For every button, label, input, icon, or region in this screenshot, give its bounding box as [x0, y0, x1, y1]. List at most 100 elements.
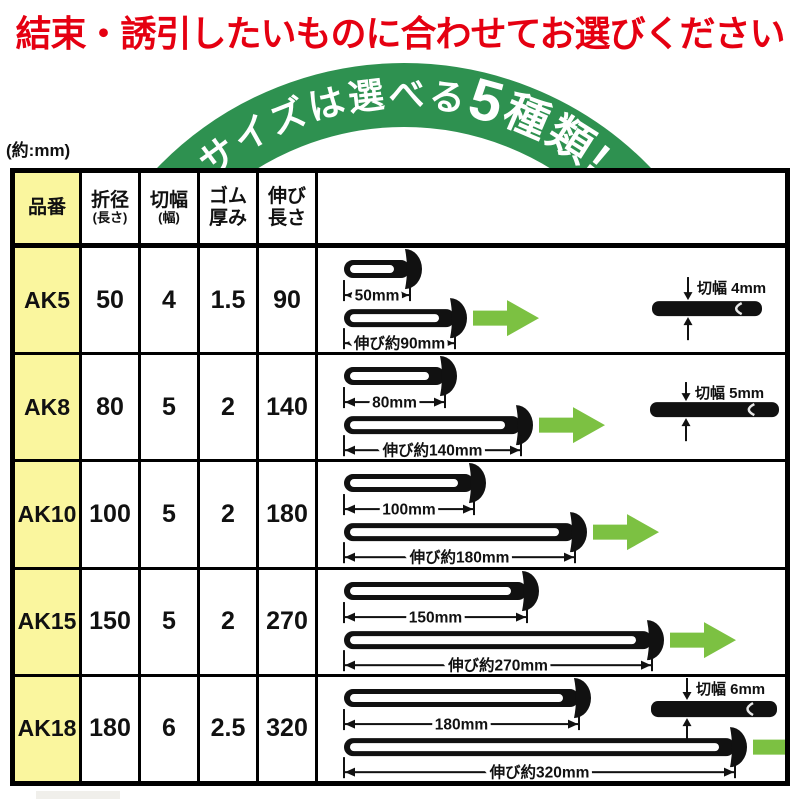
folded-band-glyph [344, 570, 539, 611]
dimension-label: 50mm [355, 288, 400, 305]
stretched-dimension: 伸び約90mm [343, 328, 456, 352]
stretch-arrow-icon [593, 514, 659, 551]
stretch-length-cell: 320 [259, 676, 315, 781]
thickness-cell: 2.5 [200, 676, 256, 781]
dimension-label: 伸び約140mm [382, 441, 483, 460]
folded-band-glyph [344, 249, 422, 290]
cut-width-label: 切幅 4mm [697, 279, 766, 297]
row-diagram-cell: 100mm 伸び約180mm [318, 462, 785, 567]
arc-band [156, 63, 652, 170]
dimension-label: 180mm [435, 716, 488, 733]
cut-width-cell: 5 [141, 569, 197, 674]
fold-length-cell: 180 [82, 676, 138, 781]
dimension-label: 伸び約270mm [447, 655, 548, 674]
size-arc-banner: サイズは選べる5種類! [156, 63, 652, 170]
product-code-cell: AK15 [15, 569, 79, 674]
header-line: 折径 [90, 189, 129, 211]
dimension-label: 伸び約90mm [353, 334, 445, 353]
stretch-arrow-icon [473, 300, 539, 337]
header-line: (幅) [158, 210, 180, 226]
band-fold-dome [522, 570, 539, 611]
dimension-label: 100mm [382, 502, 435, 519]
header-line: 伸び [267, 186, 306, 208]
table-header-cell: 切幅(幅) [141, 173, 197, 245]
dimension-label: 伸び約180mm [409, 548, 510, 567]
band-side-view [650, 402, 779, 418]
cut-width-cell: 5 [141, 355, 197, 460]
stretched-band-glyph [344, 726, 747, 767]
fold-length-cell: 50 [82, 248, 138, 353]
fold-length-cell: 100 [82, 462, 138, 567]
row-diagram-cell: 150mm 伸び約270mm [318, 569, 785, 674]
row-diagram: 50mm 伸び約90mm 切幅 4mm [343, 249, 766, 352]
band-fold-dome [440, 356, 457, 397]
folded-band-glyph [344, 356, 457, 397]
row-diagram-cell: 80mm 伸び約140mm 切幅 5mm [318, 355, 785, 460]
product-code-cell: AK8 [15, 355, 79, 460]
stretch-arrow-icon [670, 621, 736, 658]
folded-dimension: 100mm [343, 494, 475, 523]
row-diagram: 100mm 伸び約180mm [343, 463, 659, 567]
band-side-view [652, 301, 762, 317]
stretched-dimension: 伸び約140mm [343, 435, 522, 459]
fold-length-cell: 80 [82, 355, 138, 460]
folded-band-glyph [344, 677, 591, 718]
table-header-cell: 品番 [15, 173, 79, 245]
band-fold-dome [730, 726, 747, 767]
product-code-cell: AK5 [15, 248, 79, 353]
cut-width-label: 切幅 5mm [695, 384, 764, 402]
band-fold-dome [469, 463, 486, 504]
stretched-band-glyph [344, 512, 587, 553]
band-side-view [651, 700, 777, 717]
header-line: 品番 [27, 197, 66, 219]
cut-width-diagram: 切幅 6mm [651, 677, 777, 741]
folded-dimension: 180mm [343, 708, 580, 737]
cut-width-diagram: 切幅 4mm [652, 277, 766, 341]
header-line: 長さ [267, 208, 306, 229]
header-line: (長さ) [92, 210, 128, 226]
folded-dimension: 80mm [343, 387, 446, 415]
thickness-cell: 1.5 [200, 248, 256, 353]
table-header-cell: 伸び長さ [259, 173, 315, 245]
unit-note: (約:mm) [6, 141, 71, 160]
row-diagram-cell: 180mm 伸び約320mm 切幅 6mm [318, 676, 785, 781]
stretch-arrow-icon [539, 407, 605, 444]
thickness-cell: 2 [200, 569, 256, 674]
stretch-arrow-icon [753, 739, 785, 755]
header-line: ゴム [208, 186, 247, 208]
stretch-length-cell: 90 [259, 248, 315, 353]
page-title: 結束・誘引したいものに合わせてお選びください [15, 13, 786, 54]
stretched-band-glyph [344, 619, 664, 660]
stretched-dimension: 伸び約270mm [343, 649, 653, 674]
band-fold-dome [574, 677, 591, 718]
stretched-dimension: 伸び約180mm [343, 542, 576, 567]
stretch-length-cell: 270 [259, 569, 315, 674]
folded-band-glyph [344, 463, 486, 504]
stretch-length-cell: 180 [259, 462, 315, 567]
cropped-partial-element [36, 791, 120, 799]
table-header-cell: 折径(長さ) [82, 173, 138, 245]
fold-length-cell: 150 [82, 569, 138, 674]
row-diagram-cell: 50mm 伸び約90mm 切幅 4mm [318, 248, 785, 353]
dimension-label: 伸び約320mm [489, 762, 590, 781]
thickness-cell: 2 [200, 462, 256, 567]
dimension-label: 150mm [409, 609, 462, 626]
band-fold-dome [516, 405, 533, 446]
header-line: 厚み [208, 208, 247, 229]
row-diagram: 80mm 伸び約140mm 切幅 5mm [343, 356, 779, 459]
row-diagram: 150mm 伸び約270mm [343, 570, 736, 674]
product-code-cell: AK18 [15, 676, 79, 781]
stretched-band-glyph [344, 298, 467, 339]
cut-width-diagram: 切幅 5mm [650, 382, 779, 442]
cut-width-cell: 5 [141, 462, 197, 567]
table-header-cell: ゴム厚み [200, 173, 256, 245]
folded-dimension: 50mm [343, 280, 411, 308]
stretched-dimension: 伸び約320mm [343, 756, 736, 781]
row-diagram: 180mm 伸び約320mm 切幅 6mm [343, 677, 785, 781]
band-fold-dome [570, 512, 587, 553]
thickness-cell: 2 [200, 355, 256, 460]
band-fold-dome [405, 249, 422, 290]
cut-width-cell: 4 [141, 248, 197, 353]
